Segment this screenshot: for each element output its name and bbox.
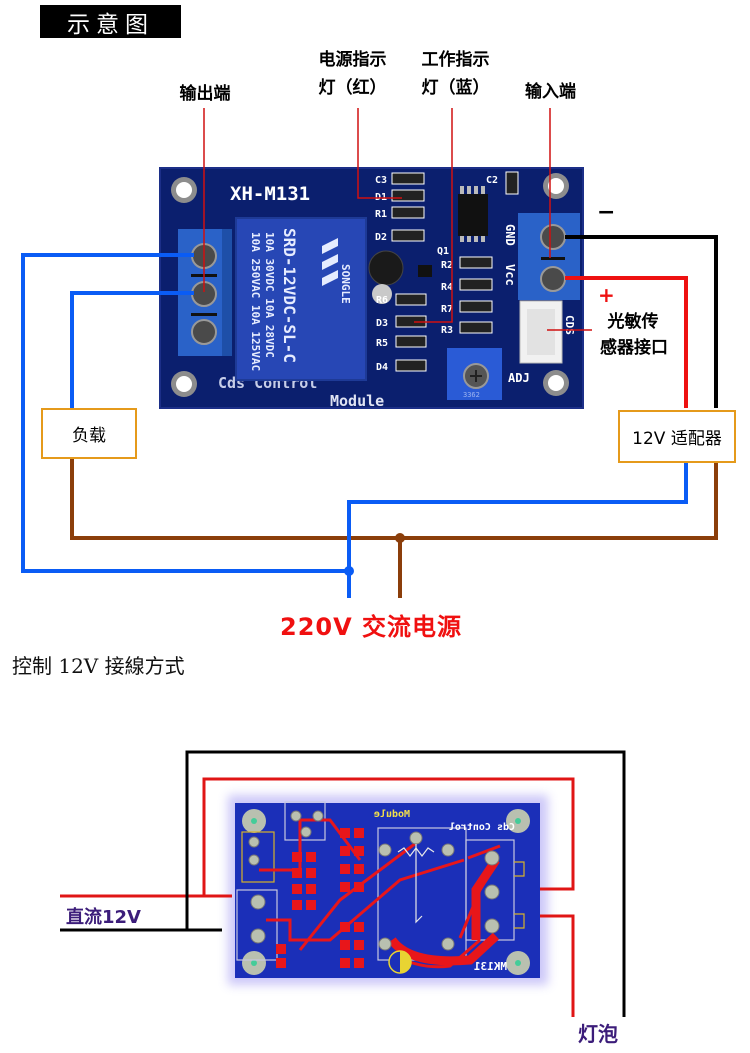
mounting-hole	[171, 371, 197, 397]
electrolytic-capacitor	[368, 250, 404, 304]
label-work-led-line2: 灯（蓝）	[421, 78, 490, 98]
bulb-label: 灯泡	[578, 1022, 618, 1046]
junction-neutral	[395, 533, 405, 543]
label-power-led-line1: 电源指示	[318, 50, 387, 70]
pcb-silk-module: Module	[374, 809, 410, 820]
ref-c3: C3	[375, 175, 387, 186]
callout-work-led	[414, 108, 453, 323]
wire-live-load-loop	[21, 253, 349, 573]
relay-brand: SONGLE	[339, 264, 352, 304]
smd-pads	[276, 828, 364, 968]
mounting-hole	[543, 370, 569, 396]
adapter-box: 12V 适配器	[618, 410, 736, 463]
through-hole-pads	[248, 810, 500, 951]
wire-neutral	[70, 458, 718, 540]
ref-d4: D4	[376, 362, 388, 373]
wiring-caption: 控制 12V 接線方式	[12, 654, 185, 678]
label-sensor-line1: 光敏传	[607, 312, 659, 332]
label-sensor-line2: 感器接口	[600, 338, 668, 358]
load-label: 负载	[72, 426, 106, 446]
ref-r7: R7	[441, 304, 453, 315]
ref-r2: R2	[441, 260, 453, 271]
potentiometer[interactable]: 3362 ADJ	[447, 348, 530, 400]
ref-r3: R3	[441, 325, 453, 336]
ac-source-label: 220V 交流电源	[280, 613, 463, 641]
wire-live-adapter	[347, 458, 688, 598]
dc-12v-label: 直流12V	[66, 907, 141, 928]
mounting-hole	[171, 177, 197, 203]
board-model: XH-M131	[230, 183, 310, 205]
relay-text-line2: 10A 30VDC 10A 28VDC	[263, 232, 276, 358]
ref-gnd: GND	[503, 224, 517, 246]
ref-q1: Q1	[437, 246, 449, 257]
diagram2-canvas: Cds Control Module MK131	[60, 750, 626, 1017]
wire-negative	[565, 235, 718, 408]
ic-chip	[458, 171, 519, 242]
cds-connector: CDS	[519, 300, 576, 364]
label-work-led-line1: 工作指示	[421, 50, 490, 70]
ref-r4: R4	[441, 282, 453, 293]
diagram1-canvas: XH-M131 Cds Control Module 10A 250VAC 10…	[21, 108, 718, 598]
songle-logo-icon	[322, 238, 338, 286]
ref-d2: D2	[375, 232, 387, 243]
ref-vcc: Vcc	[503, 264, 517, 286]
mounting-hole	[242, 809, 266, 833]
mounting-hole	[543, 173, 569, 199]
ref-cds: CDS	[563, 315, 576, 335]
label-input-terminal: 输入端	[525, 82, 576, 102]
relay: 10A 250VAC 10A 125VAC 10A 30VDC 10A 28VD…	[235, 217, 367, 381]
adapter-label: 12V 适配器	[632, 429, 722, 449]
ref-adj: ADJ	[508, 371, 530, 385]
wire-red-loop	[202, 777, 575, 896]
mounting-hole	[506, 809, 530, 833]
diagram2-wires	[60, 750, 626, 1017]
pcb-bottom-view: Cds Control Module MK131	[235, 801, 540, 978]
wire-red-to-bulb	[540, 914, 575, 1017]
wire-relay-to-load	[70, 291, 194, 408]
ref-d3: D3	[376, 318, 388, 329]
ref-r5: R5	[376, 338, 388, 349]
wire-positive	[565, 276, 688, 408]
mounting-hole	[506, 951, 530, 975]
pcb-silk-cds-control: Cds Control	[449, 822, 515, 833]
board-silk-line2: Module	[330, 392, 384, 410]
load-box: 负载	[41, 408, 137, 459]
smd-components: C3 D1 R1 D2 Q1 R2 R4 R7 R3 R6 D3 R5 D4 C…	[375, 172, 498, 373]
pcb-silk-model: MK131	[474, 960, 507, 973]
minus-sign: −	[597, 200, 616, 225]
relay-text-line1: 10A 250VAC 10A 125VAC	[249, 232, 262, 371]
pot-code: 3362	[463, 391, 480, 399]
junction-live	[344, 566, 354, 576]
plus-sign: +	[598, 283, 615, 307]
ref-r6: R6	[376, 295, 388, 306]
ref-r1: R1	[375, 209, 387, 220]
mounting-hole	[242, 951, 266, 975]
diagram-title: 示意图	[40, 5, 181, 38]
relay-module-board: XH-M131 Cds Control Module 10A 250VAC 10…	[159, 167, 584, 410]
label-output-terminal: 输出端	[179, 84, 231, 104]
relay-model: SRD-12VDC-SL-C	[280, 228, 299, 363]
wire-black-to-bulb	[185, 750, 626, 1017]
label-power-led-line2: 灯（红）	[318, 78, 387, 98]
callout-power-led	[357, 108, 402, 199]
callout-lines	[203, 108, 592, 331]
input-terminal-block: GND Vcc	[503, 213, 580, 300]
wiring	[21, 235, 718, 598]
ref-c2: C2	[486, 175, 498, 186]
